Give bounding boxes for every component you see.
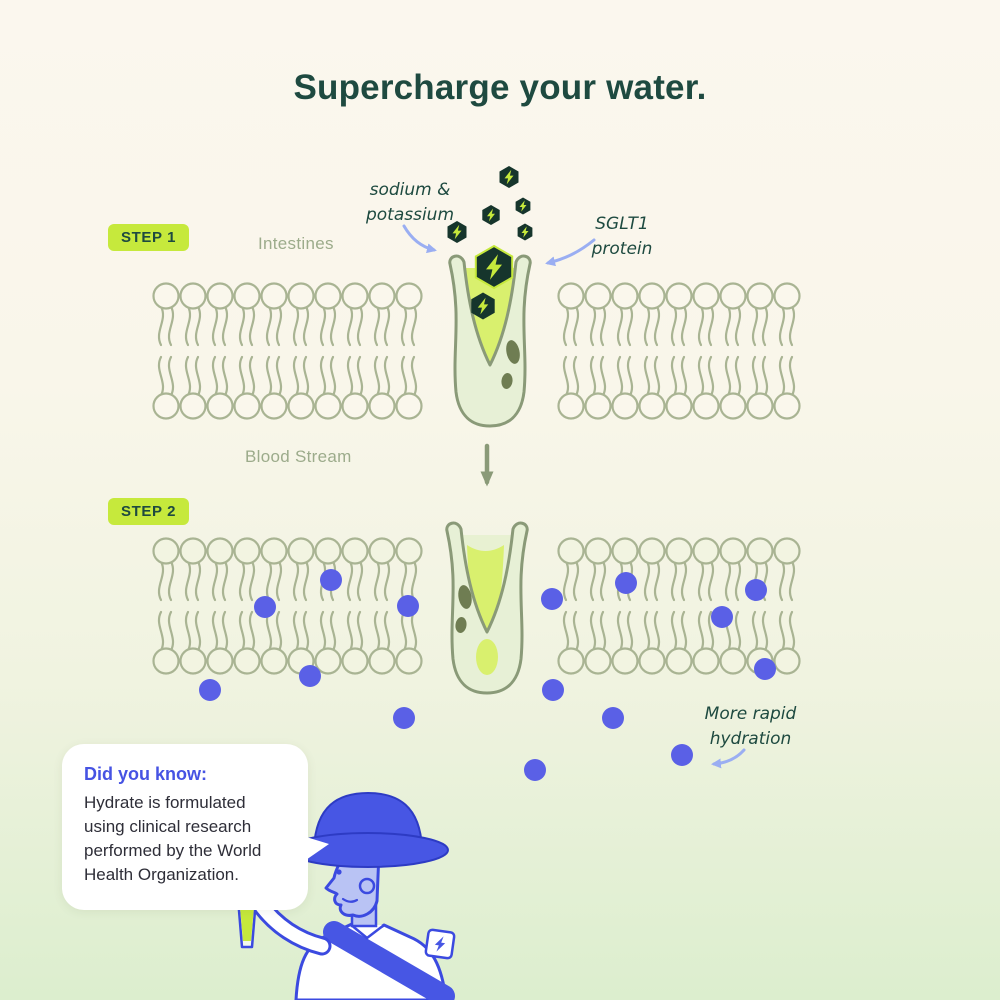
lightning-bolt-icon (519, 200, 527, 212)
water-molecule-dot (711, 606, 733, 628)
water-molecule-dot (754, 658, 776, 680)
sglt1-protein-step2 (445, 521, 529, 695)
sash (323, 921, 455, 1000)
water-molecule-dot (199, 679, 221, 701)
callout-body: Hydrate is formulated using clinical res… (84, 793, 262, 885)
collar (349, 923, 385, 940)
water-molecule-dot (320, 569, 342, 591)
lightning-bolt-icon (487, 208, 495, 222)
water-molecule-dot (615, 572, 637, 594)
sodium-potassium-label: sodium & potassium (365, 180, 455, 225)
arrow-hydration (711, 748, 746, 769)
callout-heading: Did you know: (84, 764, 207, 784)
sglt1-protein-label: SGLT1 protein (591, 214, 653, 259)
blood-stream-label: Blood Stream (245, 447, 352, 466)
water-molecule-dot (524, 759, 546, 781)
lightning-bolt-icon (486, 254, 502, 280)
water-molecule-dot (393, 707, 415, 729)
water-molecule-dot (254, 596, 276, 618)
water-molecule-dot (397, 595, 419, 617)
lightning-bolt-icon (477, 297, 489, 315)
more-rapid-hydration-label: More rapid hydration (704, 704, 797, 749)
chest-badge-icon (424, 928, 456, 960)
intestines-label: Intestines (258, 234, 334, 253)
lightning-bolt-icon (521, 226, 529, 238)
electrolyte-icons (447, 166, 533, 320)
water-molecule-dots (199, 569, 776, 781)
page-title: Supercharge your water. (293, 68, 707, 107)
lipid-bilayer-step1 (152, 282, 801, 420)
step-1-badge: STEP 1 (108, 224, 190, 251)
lightning-bolt-icon (504, 169, 514, 185)
water-molecule-dot (602, 707, 624, 729)
water-molecule-dot (299, 665, 321, 687)
water-molecule-dot (671, 744, 693, 766)
lightning-bolt-icon (452, 224, 462, 240)
water-molecule-dot (541, 588, 563, 610)
arrow-sglt1-to-protein (545, 238, 596, 267)
speech-bubble-tail (303, 836, 329, 862)
water-molecule-dot (542, 679, 564, 701)
explorer-character (233, 791, 456, 1000)
eye (336, 869, 342, 875)
arrow-sodium-to-hex (402, 224, 437, 254)
water-molecule-dot (745, 579, 767, 601)
ear (358, 877, 376, 895)
did-you-know-callout: Did you know: Hydrate is formulated usin… (62, 744, 329, 910)
step-2-badge: STEP 2 (108, 498, 190, 525)
smile (341, 897, 359, 903)
